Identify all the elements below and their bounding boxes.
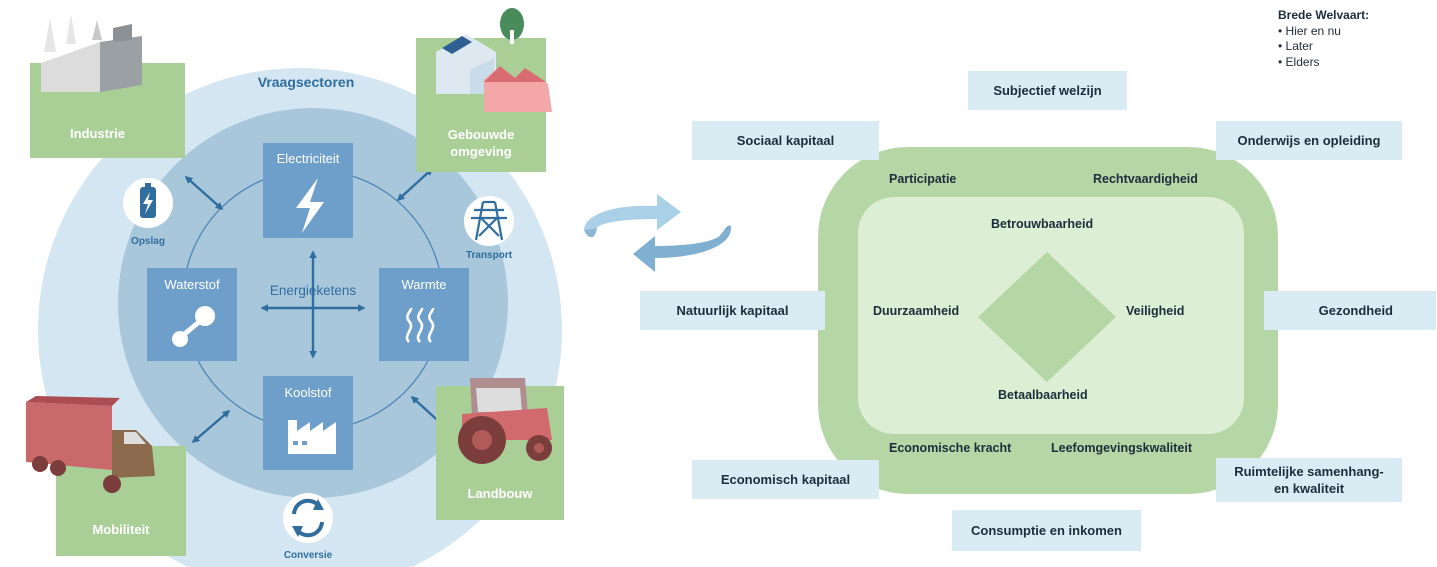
conversion-node [283,493,333,543]
capital-health: Gezondheid [1264,291,1436,330]
carrier-heat-label: Warmte [401,277,447,292]
value-safety: Veiligheid [1126,304,1185,318]
legend-item-later: Later [1278,39,1369,55]
sector-mobility-label: Mobiliteit [92,522,150,537]
demand-sectors-title: Vraagsectoren [257,74,355,90]
capital-education: Onderwijs en opleiding [1216,121,1402,160]
built-sector [416,8,552,172]
agriculture-sector [436,378,564,520]
molecule-icon [172,306,215,347]
lightning-icon [296,178,324,233]
tractor-icon [458,378,552,464]
battery-icon [140,183,156,218]
industry-factory-icon [41,14,142,92]
legend-item-here-now: Hier en nu [1278,24,1369,40]
conversion-label: Conversie [283,550,333,561]
carrier-hydrogen-label: Waterstof [164,277,220,292]
carrier-electricity-label: Electriciteit [276,151,340,166]
pylon-icon [471,200,507,241]
broad-welfare-legend: Brede Welvaart: Hier en nu Later Elders [1278,8,1369,70]
capital-economic: Economisch kapitaal [692,460,879,499]
welfare-diamond [978,252,1116,382]
energy-chains-label: Energieketens [269,283,357,298]
value-affordability: Betaalbaarheid [998,388,1088,402]
value-economic-power: Economische kracht [889,441,1012,455]
value-sustainability: Duurzaamheid [873,304,960,318]
welfare-diagram [818,147,1278,494]
capital-social: Sociaal kapitaal [692,121,879,160]
value-participation: Participatie [889,172,957,186]
industry-sector [30,14,185,158]
storage-label: Opslag [131,236,165,247]
factory-icon [288,420,336,454]
energy-system-diagram [26,8,564,567]
mobility-sector [26,396,186,556]
sector-agriculture-label: Landbouw [467,486,533,501]
transport-node [464,196,514,246]
carrier-carbon-box [263,376,353,470]
transport-label: Transport [465,250,513,261]
value-living-quality: Leefomgevingskwaliteit [1051,441,1193,455]
legend-item-elsewhere: Elders [1278,55,1369,71]
sector-built-label: Gebouwde omgeving [447,127,515,159]
cycle-arrows-icon [292,498,324,538]
houses-icon [436,34,552,112]
arrow-mobility [191,409,231,444]
tree-icon [500,8,524,44]
cycle-connector-icon [584,194,732,272]
value-reliability: Betrouwbaarheid [991,217,1094,231]
sector-industry-label: Industrie [70,126,125,141]
arrow-industry [184,175,224,211]
value-justice: Rechtvaardigheid [1093,172,1198,186]
capital-consumption: Consumptie en inkomen [952,510,1141,551]
storage-node [123,178,173,228]
heat-waves-icon [405,307,435,343]
capital-natural: Natuurlijk kapitaal [640,291,825,330]
truck-icon [26,396,155,493]
capital-spatial: Ruimtelijke samenhang- en kwaliteit [1216,458,1402,502]
carrier-hydrogen-box [147,268,237,361]
legend-title: Brede Welvaart: [1278,8,1370,22]
capital-health-label: Gezondheid [1318,303,1393,318]
carrier-heat-box [379,268,469,361]
carrier-carbon-label: Koolstof [284,385,332,400]
capital-subjective-wellbeing: Subjectief welzijn [968,71,1127,110]
arrow-built [396,167,434,202]
